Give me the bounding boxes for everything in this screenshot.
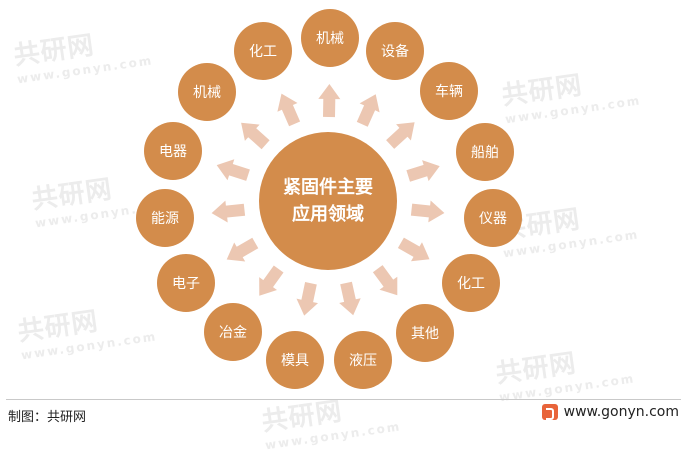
arrow-12 <box>216 159 250 181</box>
node-jixie-2: 机械 <box>178 63 236 121</box>
node-dianzi: 电子 <box>157 254 215 312</box>
node-chuanbo: 船舶 <box>456 123 514 181</box>
node-dianqi: 电器 <box>144 122 202 180</box>
node-yiqi: 仪器 <box>464 189 522 247</box>
arrow-5 <box>397 237 430 262</box>
node-shebei: 设备 <box>366 22 424 80</box>
node-nengyuan: 能源 <box>136 189 194 247</box>
center-title-line1: 紧固件主要 <box>283 177 373 198</box>
node-cheliang: 车辆 <box>420 62 478 120</box>
arrow-14 <box>277 93 301 127</box>
arrow-2 <box>386 122 415 149</box>
footer-source: 制图：共研网 <box>8 410 87 425</box>
footer-site-text: www.gonyn.com <box>563 404 679 420</box>
arrow-ring <box>211 84 445 316</box>
node-jixie: 机械 <box>301 9 359 67</box>
footer-site: www.gonyn.com <box>541 404 679 420</box>
arrow-10 <box>226 237 259 262</box>
arrow-6 <box>372 265 398 296</box>
node-qita: 其他 <box>396 304 454 362</box>
gonyn-logo-icon <box>541 404 558 420</box>
arrow-9 <box>259 265 284 296</box>
arrow-11 <box>211 200 246 223</box>
arrow-4 <box>410 200 445 223</box>
center-title-line2: 应用领域 <box>292 204 364 225</box>
node-huagong: 化工 <box>442 254 500 312</box>
arrow-0 <box>318 84 341 118</box>
node-huagong-2: 化工 <box>234 22 292 80</box>
node-yeya: 液压 <box>334 331 392 389</box>
node-muju: 模具 <box>266 331 324 389</box>
arrow-13 <box>241 122 270 150</box>
footer-divider <box>6 399 681 400</box>
arrow-8 <box>296 282 318 316</box>
arrow-3 <box>406 160 440 182</box>
node-yejin: 冶金 <box>204 303 262 361</box>
center-circle: 紧固件主要 应用领域 <box>259 132 397 270</box>
arrow-7 <box>339 281 361 316</box>
arrow-1 <box>356 94 380 127</box>
